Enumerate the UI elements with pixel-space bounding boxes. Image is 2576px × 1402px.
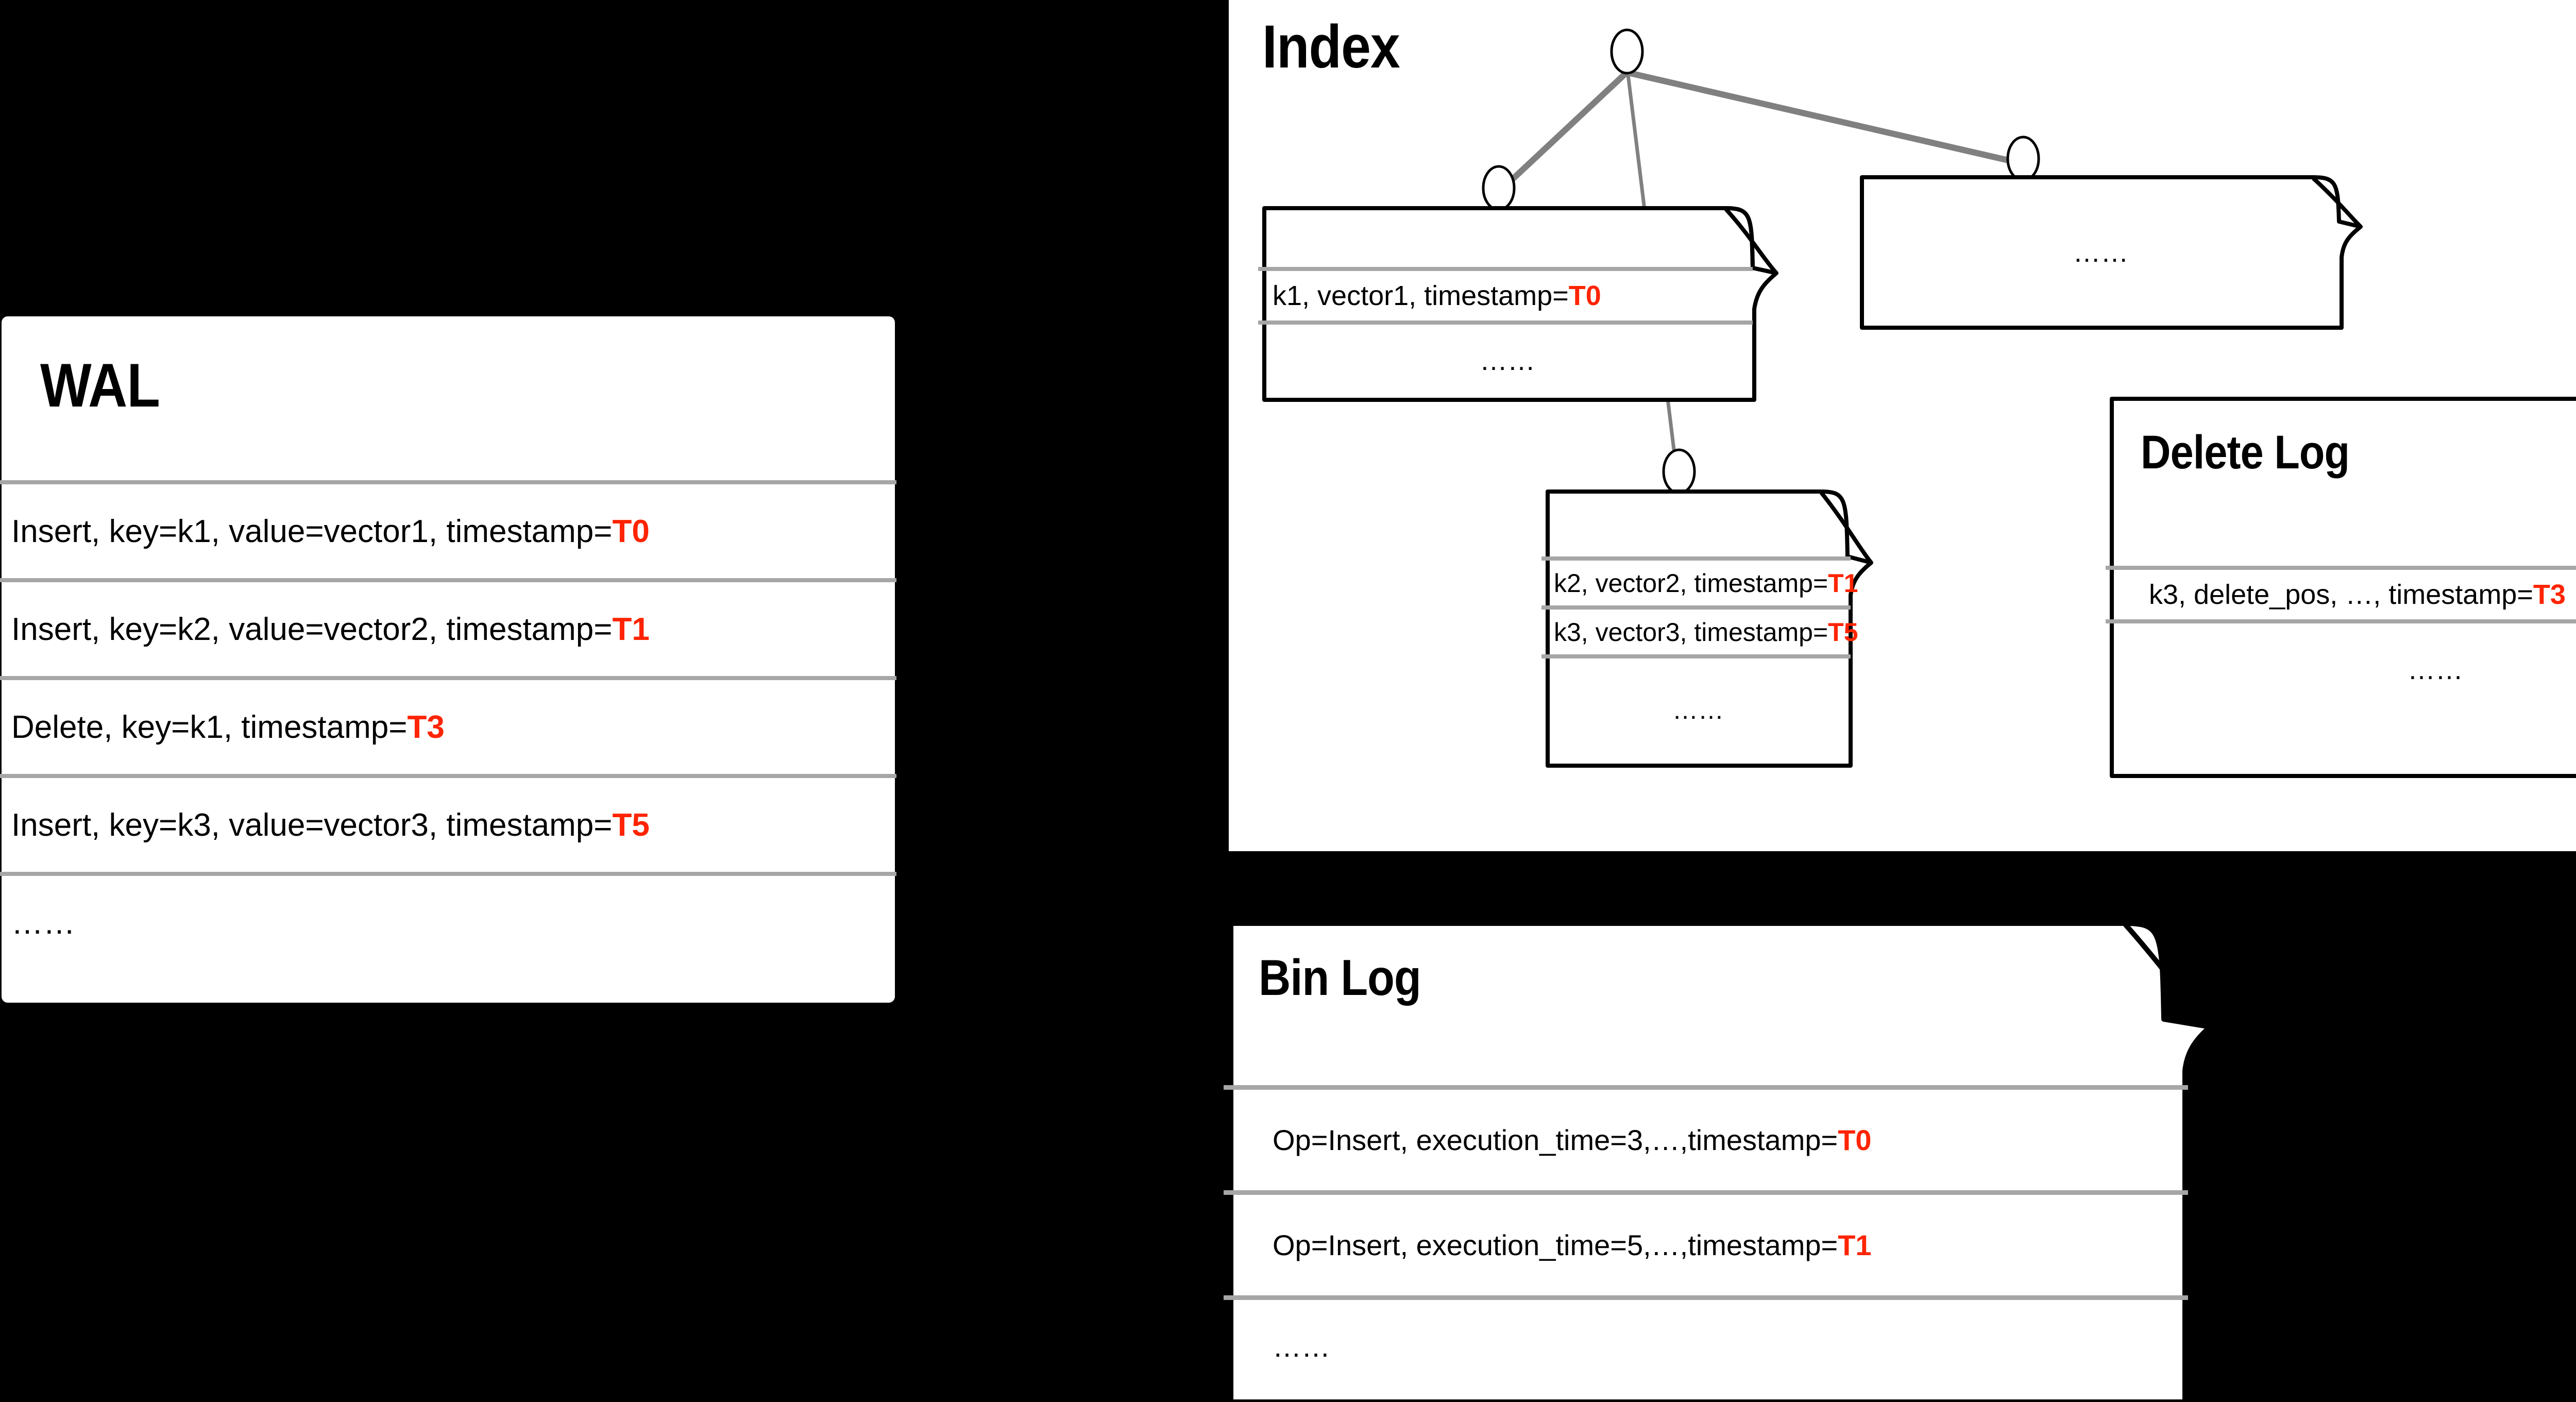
delete-log-ellipsis: …… [2408,654,2463,685]
wal-row: Insert, key=k1, value=vector1, timestamp… [11,484,650,578]
bin-log-separator [1224,1295,2188,1300]
wal-row-timestamp: T1 [612,611,650,647]
delete-log-separator [2106,566,2576,570]
wal-separator [0,872,896,876]
segment-c-ellipsis: …… [1672,696,1724,724]
wal-separator [0,676,896,680]
bin-log-ellipsis-row: …… [1273,1300,1330,1393]
segment-c-separator [1541,605,1851,610]
wal-ellipsis-row: …… [11,876,75,970]
segment-a-separator [1258,267,1753,271]
bin-log-row-timestamp: T0 [1838,1124,1872,1156]
segment-c-row: k3, vector3, timestamp=T5 [1554,610,1858,654]
wal-row-timestamp: T0 [612,513,650,549]
bin-log-separator [1224,1190,2188,1195]
bin-log-row-text: Op=Insert, execution_time=5,…,timestamp= [1273,1229,1838,1261]
wal-separator [0,578,896,582]
bin-log-panel: Bin Log Op=Insert, execution_time=3,…,ti… [1224,921,2228,1402]
delete-log-panel: Delete Log k3, delete_pos, …, timestamp=… [2106,397,2576,778]
segment-c-row: k2, vector2, timestamp=T1 [1554,561,1858,605]
wal-separator [0,480,896,484]
segment-a-row-timestamp: T0 [1568,280,1601,311]
delete-log-row: k3, delete_pos, …, timestamp=T3 [2149,570,2566,619]
segment-c-separator [1541,556,1851,561]
segment-a-separator [1258,320,1753,325]
segment-c-row-timestamp: T1 [1828,568,1858,598]
segment-c-ellipsis-row: …… [1546,658,1851,762]
index-title: Index [1262,13,1400,81]
delete-log-row-timestamp: T3 [2533,579,2566,610]
wal-row: Insert, key=k3, value=vector3, timestamp… [11,778,650,872]
segment-a-ellipsis: …… [1480,345,1535,376]
wal-row-timestamp: T5 [612,807,650,843]
wal-row: Insert, key=k2, value=vector2, timestamp… [11,582,650,676]
bin-log-row-text: Op=Insert, execution_time=3,…,timestamp= [1273,1124,1838,1156]
segment-a-ellipsis-row: …… [1262,325,1753,397]
bin-log-row: Op=Insert, execution_time=5,…,timestamp=… [1273,1195,1872,1295]
bin-log-separator [1224,1085,2188,1090]
segment-a-row: k1, vector1, timestamp=T0 [1273,271,1601,320]
segment-b-ellipsis: …… [2073,237,2129,268]
bin-log-row: Op=Insert, execution_time=3,…,timestamp=… [1273,1090,1872,1190]
wal-row-text: Insert, key=k1, value=vector1, timestamp… [11,513,613,549]
delete-log-title: Delete Log [2141,426,2350,479]
delete-log-shape [2110,397,2576,778]
segment-c-row-timestamp: T5 [1828,617,1858,647]
bin-log-ellipsis: …… [1273,1330,1330,1363]
wal-ellipsis: …… [11,905,75,941]
bin-log-title: Bin Log [1259,949,1421,1006]
delete-log-ellipsis-row: …… [2110,623,2576,716]
segment-a-shape [1262,206,1778,402]
segment-a-row-text: k1, vector1, timestamp= [1273,280,1569,311]
segment-c-separator [1541,654,1851,658]
segment-c-row-text: k3, vector3, timestamp= [1554,617,1828,647]
wal-row-text: Delete, key=k1, timestamp= [11,709,408,745]
wal-row-text: Insert, key=k3, value=vector3, timestamp… [11,807,613,843]
index-segment-b: …… [1860,175,2365,330]
delete-log-row-text: k3, delete_pos, …, timestamp= [2149,579,2533,610]
wal-panel [2,316,895,1003]
segment-b-shape [1860,175,2363,330]
wal-title: WAL [40,351,160,420]
wal-row-text: Insert, key=k2, value=vector2, timestamp… [11,611,613,647]
delete-log-separator [2106,619,2576,623]
wal-row: Delete, key=k1, timestamp=T3 [11,680,445,774]
index-segment-a: k1, vector1, timestamp=T0 …… [1258,206,1778,402]
bin-log-shape [1228,921,2213,1402]
segment-c-row-text: k2, vector2, timestamp= [1554,568,1828,598]
index-segment-c: k2, vector2, timestamp=T1 k3, vector3, t… [1541,489,1875,768]
wal-row-timestamp: T3 [407,709,445,745]
bin-log-row-timestamp: T1 [1838,1229,1872,1261]
segment-b-ellipsis-row: …… [1860,222,2342,283]
wal-separator [0,774,896,778]
